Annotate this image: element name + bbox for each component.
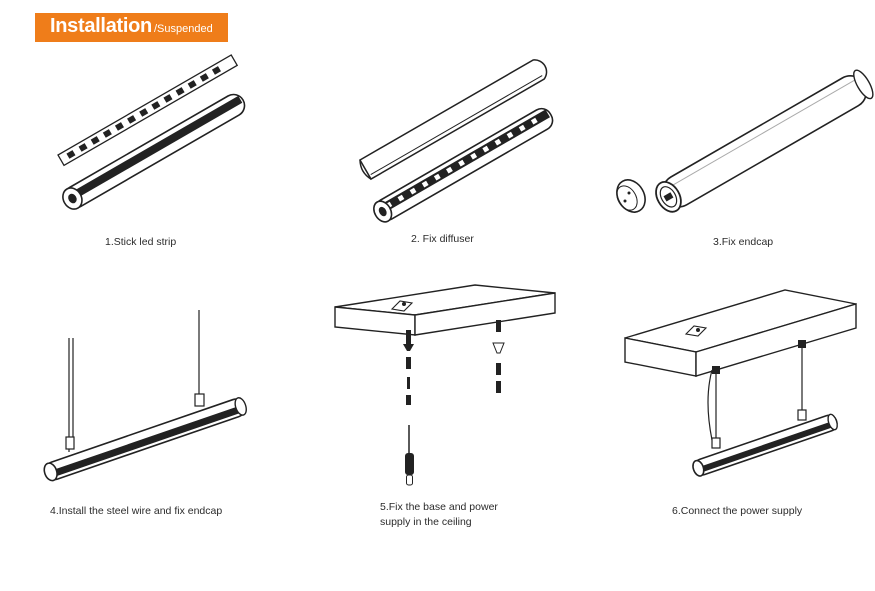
step-4-caption: 4.Install the steel wire and fix endcap xyxy=(50,505,223,517)
step-2-caption: 2. Fix diffuser xyxy=(411,233,474,245)
section-header: Installation /Suspended xyxy=(35,13,228,42)
step-4-illustration xyxy=(35,310,260,490)
step-3-illustration xyxy=(605,55,874,225)
step-6-caption: 6.Connect the power supply xyxy=(672,505,803,517)
step-1-illustration xyxy=(40,54,250,215)
step-5-caption-line-1: 5.Fix the base and power xyxy=(380,501,498,513)
step-6-illustration xyxy=(620,289,860,490)
step-3-caption: 3.Fix endcap xyxy=(713,236,774,248)
step-5-caption-line-2: supply in the ceiling xyxy=(380,516,472,528)
step-2-illustration xyxy=(350,55,560,223)
step-1-caption: 1.Stick led strip xyxy=(105,236,177,248)
header-subtitle: /Suspended xyxy=(153,23,213,35)
step-5-illustration xyxy=(330,284,560,490)
header-title: Installation xyxy=(50,15,152,37)
